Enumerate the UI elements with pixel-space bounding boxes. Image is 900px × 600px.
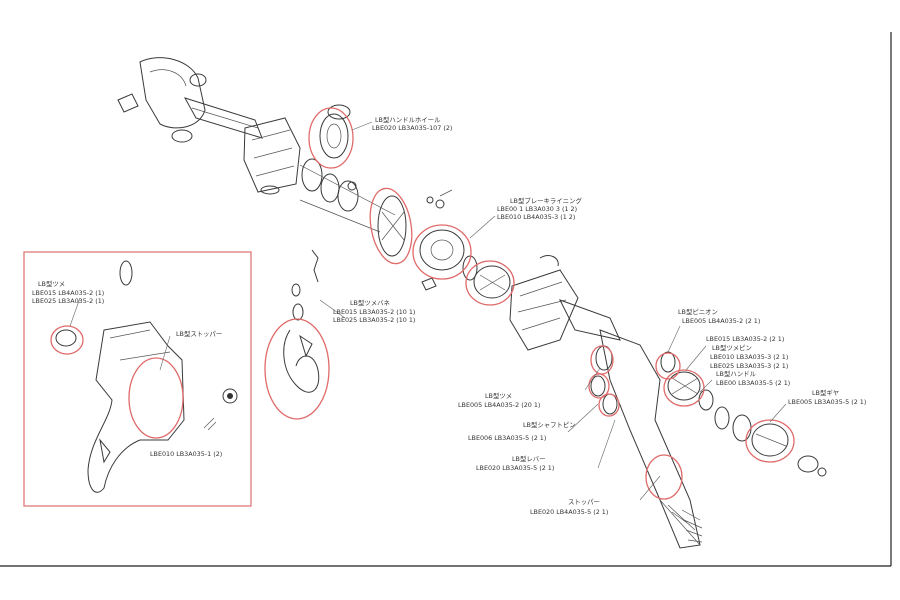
highlight-lining-1 bbox=[412, 224, 472, 280]
callout-labels: LB型ハンドルホイール LBE020 LB3A035-107 (2) LB型ブレ… bbox=[333, 115, 866, 516]
callout-lining-code1: LBE00 1 LB3A030 3 (1 2) bbox=[497, 205, 577, 213]
inset-code-a1: LBE015 LB4A035-2 (1) bbox=[32, 289, 104, 297]
inset-highlight-pawl bbox=[128, 357, 184, 439]
callout-stopper-code: LBE020 LB4A035-5 (2 1) bbox=[530, 508, 608, 516]
highlight-ratchet bbox=[663, 369, 705, 407]
highlight-tail-disc bbox=[745, 419, 795, 463]
callout-gear-code: LBE005 LB3A035-5 (2 1) bbox=[788, 398, 866, 406]
callout-handle-name: LB型ハンドル bbox=[716, 369, 757, 378]
highlight-brake-disc bbox=[369, 187, 413, 265]
leader-lines bbox=[319, 121, 787, 501]
main-assembly-drawing bbox=[117, 57, 827, 549]
callout-spring-code2: LBE025 LB3A035-2 (10 1) bbox=[333, 316, 415, 324]
callout-lining-code2: LBE010 LB4A035-3 (1 2) bbox=[497, 213, 575, 221]
callout-lining-name: LB型ブレーキライニング bbox=[510, 196, 582, 205]
inset-code-a2: LBE025 LB3A035-2 (1) bbox=[32, 297, 104, 305]
highlight-lining-2 bbox=[465, 260, 515, 306]
callout-pinion-code1: LBE005 LB4A035-2 (2 1) bbox=[682, 317, 760, 325]
callout-stopper-name: ストッパー bbox=[568, 498, 600, 506]
callout-spring-code1: LBE015 LB3A035-2 (10 1) bbox=[333, 308, 415, 316]
callout-lever-name: LB型レバー bbox=[512, 454, 546, 463]
highlight-pin-2 bbox=[598, 393, 620, 417]
callout-pinion-name: LB型ピニオン bbox=[678, 307, 718, 316]
callout-handle-wheel-name: LB型ハンドルホイール bbox=[375, 115, 441, 124]
callout-spring-name: LB型ツメバネ bbox=[350, 298, 390, 307]
inset-highlight-stopper bbox=[50, 325, 84, 355]
highlight-lever bbox=[645, 454, 683, 500]
callout-pawl-pin-name: LB型ツメピン bbox=[712, 343, 752, 352]
highlight-gear-cluster bbox=[655, 352, 681, 380]
callout-handle-code: LBE00 LB3A035-5 (2 1) bbox=[716, 379, 790, 387]
callout-pawl-code: LBE005 LB4A035-2 (20 1) bbox=[458, 401, 540, 409]
highlight-hook bbox=[264, 318, 330, 420]
callout-shaft-pin-code: LBE006 LB3A035-5 (2 1) bbox=[468, 434, 546, 442]
callout-pinion-code2: LBE015 LB3A035-2 (2 1) bbox=[706, 335, 784, 343]
callout-handle-wheel-code: LBE020 LB3A035-107 (2) bbox=[372, 124, 452, 132]
callout-lever-code: LBE020 LB3A035-5 (2 1) bbox=[476, 464, 554, 472]
callout-gear-name: LB型ギヤ bbox=[812, 388, 839, 397]
highlight-pin-1 bbox=[588, 373, 610, 399]
callout-pawl-pin-code2: LBE025 LB3A035-3 (2 1) bbox=[710, 362, 788, 370]
inset-label-b: LB型ストッパー bbox=[176, 329, 222, 338]
highlight-handle-wheel bbox=[308, 107, 354, 169]
callout-pawl-name: LB型ツメ bbox=[485, 391, 512, 400]
highlight-circles bbox=[264, 107, 795, 500]
callout-pawl-pin-code1: LBE010 LB3A035-3 (2 1) bbox=[710, 353, 788, 361]
inset-code-b: LBE010 LB3A035-1 (2) bbox=[150, 450, 222, 458]
inset-label-a: LB型ツメ bbox=[38, 279, 65, 288]
callout-shaft-pin-name: LB型シャフトピン bbox=[523, 420, 576, 429]
inset-panel: LB型ツメ LBE015 LB4A035-2 (1) LBE025 LB3A03… bbox=[23, 251, 252, 507]
